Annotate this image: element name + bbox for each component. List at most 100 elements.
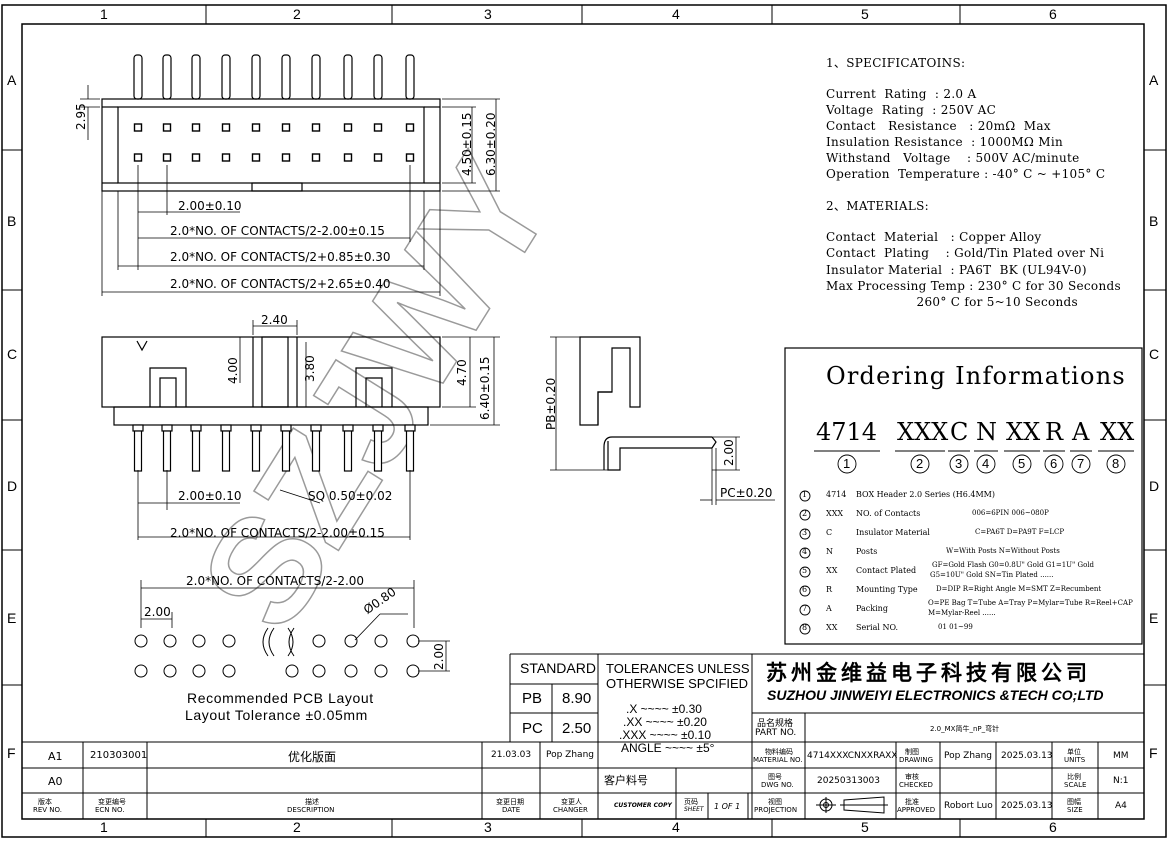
ordering-title: Ordering Informations [826,362,1126,390]
order-row-number-circle [799,623,811,635]
top-pin [251,54,261,100]
tolerance-line-5: .XXX ~~~~ ±0.10 [619,728,711,742]
grid-row-a-left: A [7,72,17,88]
spec-line: Operation Temperature : -40° C ~ +105° C [826,167,1106,181]
size-label-en: SIZE [1067,806,1083,814]
dwg-value: 20250313003 [817,776,880,786]
materials-heading: 2、MATERIALS: [826,199,929,213]
dim-sq: SQ 0.50±0.02 [308,489,393,503]
dim-pcb-pitch-v: 2.00 [432,643,446,670]
order-row-number: 8 [802,623,808,632]
units-value: MM [1113,751,1129,761]
projection-label-en: PROJECTION [754,806,798,814]
order-row-option: G5=10U" Gold SN=Tin Plated ...... [930,571,1054,579]
size-value: A4 [1115,801,1127,811]
front-pin [162,430,172,472]
top-contact [373,153,383,162]
grid-col-6-bottom: 6 [1049,819,1057,835]
grid-col-2-bottom: 2 [293,819,301,835]
pcb-hole [192,634,206,648]
front-pin-shoulder [161,424,173,432]
material-line: 260° C for 5~10 Seconds [826,295,1078,310]
order-code-number: 3 [955,456,963,471]
order-row-code: XX [826,623,838,632]
front-pin [405,430,415,472]
top-contact [405,123,415,132]
dim-2-95: 2.95 [74,103,88,130]
order-code-number: 5 [1018,456,1026,471]
grid-col-3-bottom: 3 [484,819,492,835]
approved-label-en: APPROVED [897,806,936,814]
top-pin [162,54,172,100]
desc-a1: 优化版面 [288,750,337,764]
order-code-number-circle [910,454,930,474]
dim-pcb-len: 2.0*NO. OF CONTACTS/2-2.00 [186,574,365,588]
top-contact [191,123,201,132]
order-code: A [1072,418,1090,446]
spec-line: Withstand Voltage : 500V AC/minute [826,151,1080,165]
dwg-label-en: DWG NO. [761,781,794,789]
order-row-name: Mounting Type [856,585,918,594]
order-code-number-circle [1071,454,1091,474]
pb-label: PB [522,690,543,707]
material-line: Insulator Material : PA6T BK (UL94V-0) [826,262,1087,277]
order-row-option: 01 01~99 [938,623,973,631]
hdr-changer-cn: 变更人 [561,798,582,806]
top-contact [343,153,353,162]
dim-pb: PB±0.20 [544,377,558,430]
top-view [80,54,500,296]
grid-row-b-right: B [1149,213,1159,229]
tolerance-line-3: .X ~~~~ ±0.30 [626,702,702,716]
dim-pc: PC±0.20 [720,486,773,500]
material-label-cn: 物料编码 [765,748,793,756]
drawing-label-en: DRAWING [899,756,934,764]
dim-len-front: 2.0*NO. OF CONTACTS/2-2.00±0.15 [170,526,385,540]
top-contact [373,123,383,132]
dim-6-30: 6.30±0.20 [484,112,498,177]
material-line: Contact Plating : Gold/Tin Plated over N… [826,246,1105,261]
changer-a1: Pop Zhang [546,750,594,760]
grid-col-1-top: 1 [100,6,108,22]
front-pin-shoulder [220,424,232,432]
drawing-name: Pop Zhang [944,751,992,761]
company-name-en: SUZHOU JINWEIYI ELECTRONICS &TECH CO;LTD [767,687,1104,703]
outer-border [1,4,1167,838]
order-row-name: Contact Plated [856,566,917,575]
front-pin [281,430,291,472]
hdr-rev-en: REV NO. [33,806,62,814]
top-contact [251,153,261,162]
order-row-name: BOX Header 2.0 Series (H6.4MM) [856,490,995,499]
order-code: R [1045,418,1064,446]
hdr-ecn-en: ECN NO. [95,806,125,814]
standard-label: STANDARD [520,660,596,676]
top-contact [281,153,291,162]
top-contact [133,123,143,132]
front-pin-shoulder [250,424,262,432]
material-label-en: MATERIAL NO. [753,756,803,764]
grid-col-1-bottom: 1 [100,819,108,835]
pcb-hole [312,664,326,678]
order-row-code: XXX [826,509,844,518]
grid-col-5-bottom: 5 [861,819,869,835]
grid-col-4-bottom: 4 [672,819,680,835]
order-row-code: A [826,604,832,613]
front-pin-shoulder [310,424,322,432]
tolerance-line-6: ANGLE ~~~~ ±5° [621,741,715,755]
dim-len3: 2.0*NO. OF CONTACTS/2+2.65±0.40 [170,277,391,291]
pcb-hole [163,634,177,648]
material-line: Contact Material : Copper Alloy [826,230,1042,244]
front-pin [133,430,143,472]
grid-col-4-top: 4 [672,6,680,22]
dim-3-80: 3.80 [303,355,317,382]
sheet-label-en: SHEET [684,806,704,813]
pcb-hole [344,664,358,678]
top-pin [191,54,201,100]
front-pin-shoulder [132,424,144,432]
order-row-number: 4 [802,547,808,556]
dim-pitch-front: 2.00±0.10 [178,489,242,503]
grid-row-e-right: E [1149,610,1159,626]
order-row-code: 4714 [826,490,847,499]
order-code: XX [1100,418,1135,446]
pcb-hole [222,634,236,648]
hdr-desc-en: DESCRIPTION [287,806,335,814]
